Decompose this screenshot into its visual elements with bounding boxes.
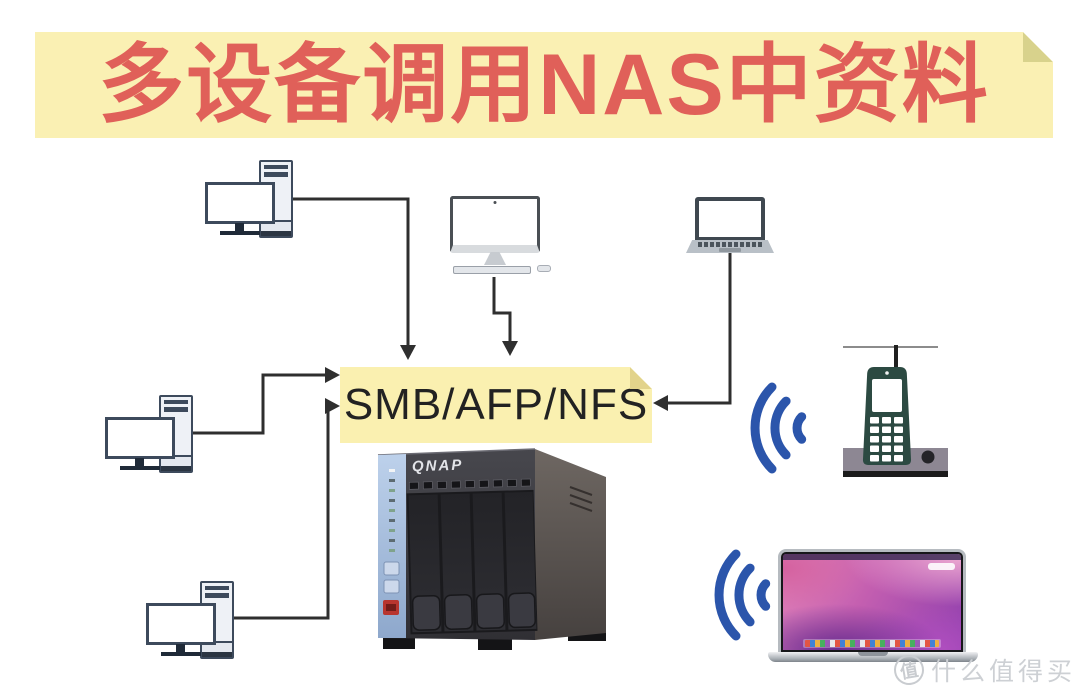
desktop-pc-top-left xyxy=(205,160,297,256)
pc-monitor xyxy=(205,182,275,224)
dock-icons xyxy=(804,640,940,647)
pc-monitor xyxy=(105,417,175,459)
top-vent-slots xyxy=(408,478,531,490)
monitor-stand-base xyxy=(161,652,201,656)
macbook-base xyxy=(768,652,978,662)
cordless-phone xyxy=(843,345,948,477)
nas-device xyxy=(377,448,606,650)
protocol-text: SMB/AFP/NFS xyxy=(343,380,649,429)
tower-vent xyxy=(205,593,229,598)
laptop-screen xyxy=(695,197,765,241)
imac-desktop xyxy=(445,196,557,278)
monitor-stand xyxy=(235,223,244,232)
side-vents xyxy=(569,486,593,512)
arrow-pc-top-left-to-note xyxy=(293,197,416,360)
pc-tower xyxy=(259,160,293,238)
search-pill xyxy=(928,563,955,570)
phone-keypad xyxy=(870,417,903,462)
tower-vent xyxy=(164,407,188,412)
tower-vent xyxy=(264,172,288,177)
pc-monitor xyxy=(146,603,216,645)
macbook-wallpaper xyxy=(781,552,963,652)
phone-screen xyxy=(872,379,902,412)
status-leds xyxy=(389,469,395,552)
power-button xyxy=(383,561,400,576)
earpiece-dot xyxy=(885,371,889,375)
nas-side-panel xyxy=(535,449,606,640)
desktop-pc-bottom-left xyxy=(146,581,238,677)
monitor-stand xyxy=(176,644,185,653)
laptop xyxy=(686,197,774,254)
laptop-keyboard xyxy=(698,242,762,247)
monitor-stand-base xyxy=(220,231,260,235)
mouse xyxy=(537,265,551,272)
watermark: 值 什么值得买 xyxy=(891,652,1076,688)
phone-antenna xyxy=(894,345,898,383)
nas-foot xyxy=(478,639,512,650)
macos-dock xyxy=(802,639,942,648)
base-button xyxy=(921,450,935,464)
monitor-stand xyxy=(135,458,144,467)
protocol-note: SMB/AFP/NFS xyxy=(340,367,652,443)
macbook xyxy=(768,549,978,667)
title-text: 多设备调用NAS中资料 xyxy=(98,37,990,133)
macos-menubar xyxy=(783,554,961,560)
tower-vent xyxy=(264,165,288,169)
bay-handles xyxy=(411,592,536,631)
arrow-laptop-to-note xyxy=(653,253,732,411)
macbook-screen xyxy=(778,549,966,655)
arrow-imac-to-note xyxy=(492,277,518,356)
nas-foot xyxy=(383,637,415,649)
imac-screen xyxy=(450,196,540,253)
arrow-pc-mid-left-to-note xyxy=(193,367,340,435)
smzdm-logo-icon: 值 xyxy=(891,652,927,688)
keyboard xyxy=(453,266,531,274)
tower-base xyxy=(202,641,232,657)
arrow-pc-bottom-left-to-note xyxy=(234,398,340,620)
tower-base xyxy=(261,220,291,236)
qnap-brand-label: QNAP xyxy=(411,456,464,476)
imac-stand xyxy=(484,252,506,265)
copy-button xyxy=(383,579,400,594)
monitor-stand-base xyxy=(120,466,160,470)
wifi-signal-icon xyxy=(750,382,807,474)
watermark-text: 什么值得买 xyxy=(930,658,1076,686)
laptop-touchpad xyxy=(719,248,741,252)
imac-camera xyxy=(493,201,497,204)
tower-vent xyxy=(164,400,188,404)
tower-base xyxy=(161,455,191,471)
wifi-signal-icon xyxy=(714,549,771,641)
tower-vent xyxy=(205,586,229,590)
title-banner: 多设备调用NAS中资料 xyxy=(35,32,1053,138)
desktop-pc-mid-left xyxy=(105,395,197,491)
